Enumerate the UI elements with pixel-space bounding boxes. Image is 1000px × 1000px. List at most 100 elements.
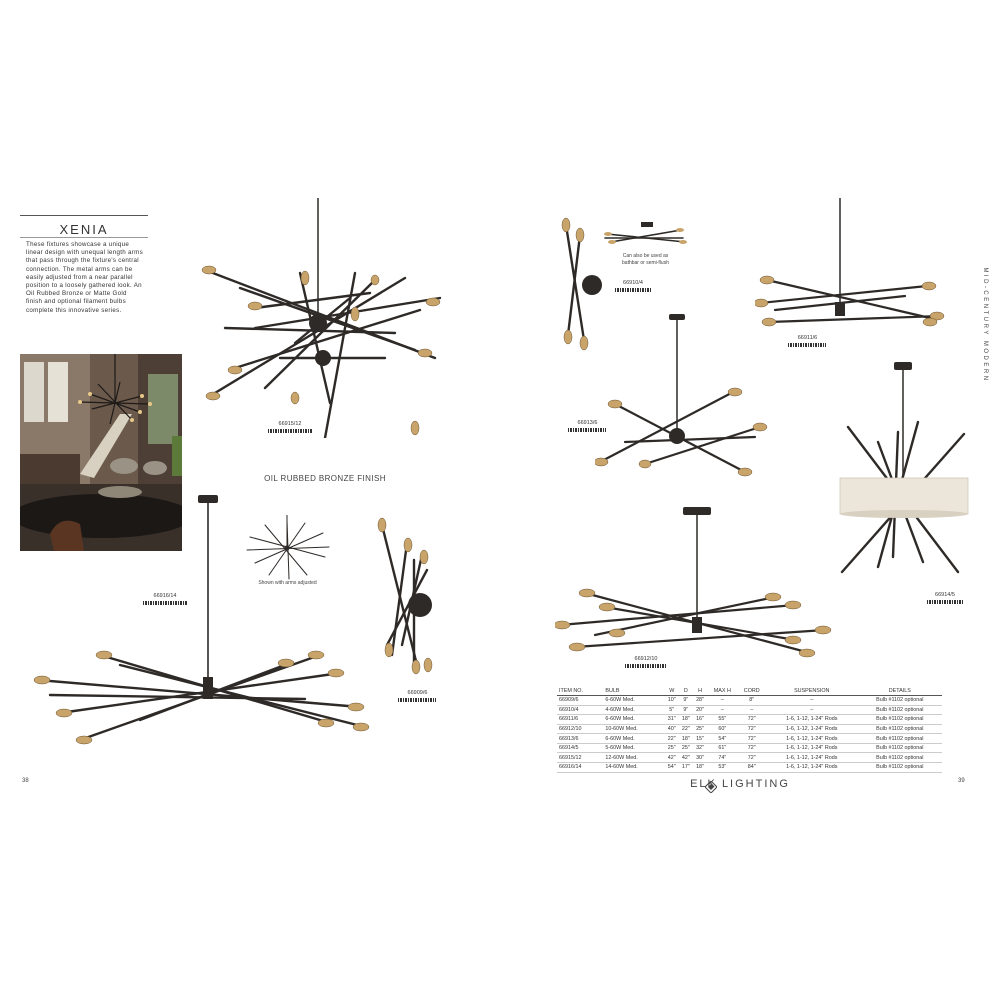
series-description: These fixtures showcase a unique linear … [26,241,143,314]
room-photo [20,354,182,551]
table-cell: – [707,705,738,716]
table-cell: 66913/6 [557,733,604,744]
col-item-no: ITEM NO. [557,687,604,696]
table-cell: 40" [664,724,679,735]
sku-66912-10: 66912/10 [634,656,658,662]
series-rule-top [20,215,148,216]
barcode-66911-6 [788,343,826,347]
table-cell: 72" [737,733,766,744]
table-cell: 18" [678,714,693,725]
brand-name: ELK LIGHTING [690,778,790,790]
sku-66915-12: 66915/12 [278,421,302,427]
table-cell: 32" [692,743,708,754]
col-h: H [692,687,708,696]
table-cell: 72" [737,724,766,735]
table-cell: 1-6, 1-12, 1-24" Rods [765,762,858,773]
table-cell: 15" [692,733,708,744]
fixture-66911-6 [755,198,945,327]
finish-label: OIL RUBBED BRONZE FINISH [264,474,386,483]
bathbar-caption: Can also be used as bathbar or semi-flus… [608,253,683,266]
sku-66909-6: 66909/6 [407,690,428,696]
col-cord: CORD [737,687,766,696]
col-suspension: SUSPENSION [765,687,858,696]
table-cell: Bulb #1102 optional [857,705,942,716]
table-cell: 66912/10 [557,724,604,735]
table-cell: 42" [664,752,679,764]
table-cell: 74" [707,752,738,764]
table-cell: 66911/6 [557,714,604,725]
table-cell: 22" [664,733,679,744]
fixture-66914-5 [839,362,969,574]
table-cell: 66915/12 [557,752,604,764]
barcode-66909-6 [398,698,436,702]
sku-66911-6: 66911/6 [797,335,818,341]
bathbar-caption-line2: bathbar or semi-flush [622,259,669,266]
sku-66914-5: 66914/5 [935,592,955,598]
barcode-66914-5 [927,600,963,604]
table-cell: 20" [692,705,708,716]
table-cell: 60" [707,724,738,735]
table-cell: 72" [737,714,766,725]
table-cell: 25" [678,743,693,754]
table-cell: Bulb #1102 optional [857,733,942,744]
fixture-66916-14 [33,495,370,745]
arms-adjusted-thumbnail [246,515,330,580]
col-max-h: MAX H [707,687,738,696]
table-cell: 72" [737,743,766,754]
table-cell: – [765,705,858,716]
sku-66913-6: 66913/6 [577,420,598,426]
table-cell: Bulb #1102 optional [857,724,942,735]
side-category-label: MID-CENTURY MODERN [982,267,988,383]
spec-table-header-row: ITEM NO. BULB W D H MAX H CORD SUSPENSIO… [557,687,942,696]
table-cell: 31" [664,714,679,725]
table-cell: 66916/14 [557,762,604,773]
table-cell: 22" [678,724,693,735]
fixture-66913-6 [595,314,768,477]
page-number-left: 38 [22,778,29,784]
barcode-66913-6 [568,428,606,432]
barcode-66915-12 [268,429,312,433]
series-rule-bottom [20,237,148,238]
table-cell: 53" [707,762,738,773]
sku-66916-14: 66916/14 [153,593,177,599]
table-cell: 66909/6 [557,695,604,706]
arms-adjusted-caption: Shown with arms adjusted [258,580,317,586]
table-cell: 4-60W Med. [603,705,665,716]
side-category-tab: MID-CENTURY MODERN [978,240,992,410]
spec-table: ITEM NO. BULB W D H MAX H CORD SUSPENSIO… [557,687,942,773]
table-cell: 25" [664,743,679,754]
table-cell: 1-6, 1-12, 1-24" Rods [765,752,858,764]
table-cell: Bulb #1102 optional [857,695,942,706]
barcode-66916-14 [143,601,187,605]
fixture-66912-10 [555,507,832,658]
table-cell: 55" [707,714,738,725]
col-d: D [678,687,693,696]
table-cell: 54" [707,733,738,744]
table-cell: 10-60W Med. [603,724,665,735]
table-cell: Bulb #1102 optional [857,743,942,754]
table-cell: Bulb #1102 optional [857,752,942,764]
table-cell: 5-60W Med. [603,743,665,754]
col-details: DETAILS [857,687,942,696]
table-cell: 14-60W Med. [603,762,665,773]
table-cell: 1-6, 1-12, 1-24" Rods [765,733,858,744]
table-cell: 42" [678,752,693,764]
table-cell: 28" [692,695,708,706]
sku-66910-4: 66910/4 [623,280,643,286]
table-cell: 8" [737,695,766,706]
table-cell: – [765,695,858,706]
table-cell: 16" [692,714,708,725]
table-cell: 9" [678,705,693,716]
table-cell: 18" [678,733,693,744]
table-cell: 61" [707,743,738,754]
table-cell: 10" [664,695,679,706]
table-cell: Bulb #1102 optional [857,714,942,725]
